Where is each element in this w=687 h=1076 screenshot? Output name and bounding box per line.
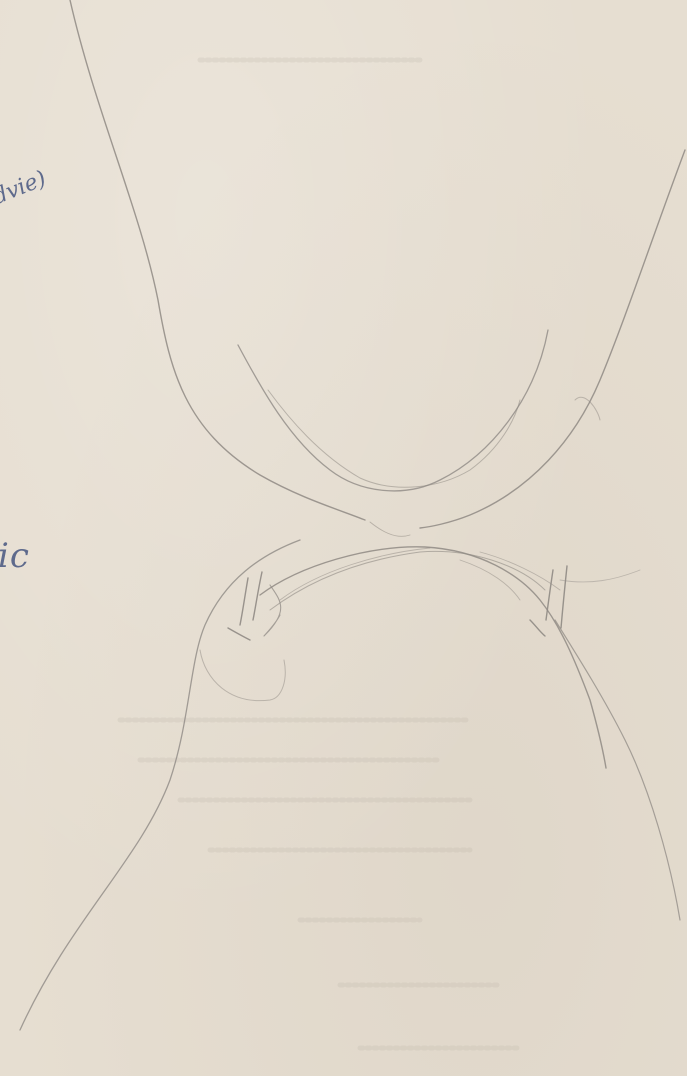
waist-mark [370,522,410,536]
right-marks [530,566,567,636]
lower-dome-hatch [460,552,560,600]
outer-curve-lower-right [555,620,680,920]
left-marks-scribble [264,585,281,636]
outer-curve-upper-left [70,0,365,520]
outer-curve-lower-left-inner [200,650,285,701]
outer-curve-lower-left [20,540,300,1030]
handwritten-note-middle: ic [0,536,30,576]
outer-curve-upper-right [420,150,685,528]
upper-bowl-tick [575,397,600,420]
upper-bowl-retrace [268,390,520,487]
lower-dome-retrace-2 [280,548,430,600]
lower-dome-wisp [560,570,640,582]
lower-dome [260,547,606,768]
